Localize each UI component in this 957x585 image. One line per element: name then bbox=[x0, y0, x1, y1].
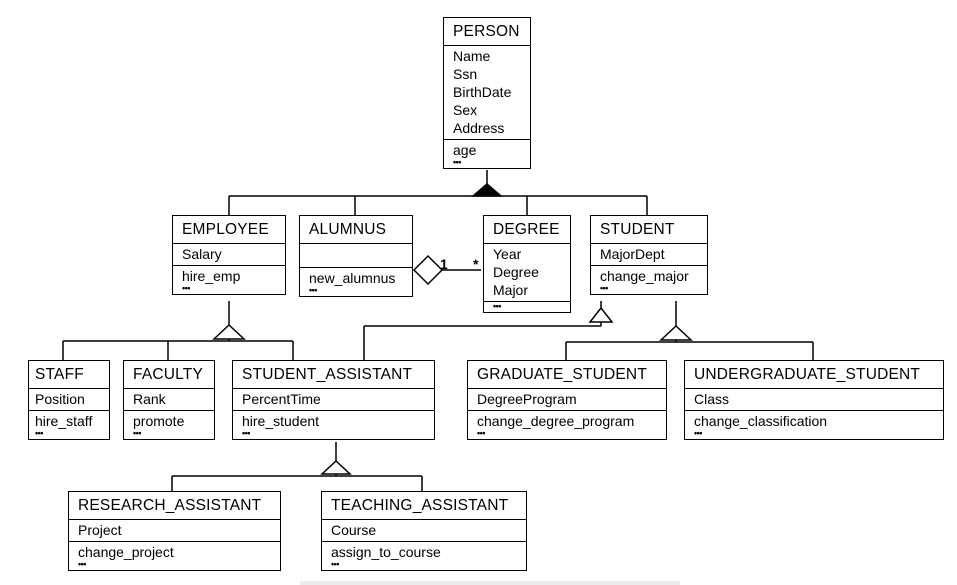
class-undergraduate-student: UNDERGRADUATE_STUDENT Class change_class… bbox=[684, 360, 944, 440]
ellipsis: ••• bbox=[477, 428, 485, 438]
class-name: RESEARCH_ASSISTANT bbox=[78, 497, 262, 514]
attribute: BirthDate bbox=[453, 84, 512, 100]
ellipsis: ••• bbox=[133, 428, 141, 438]
class-name: EMPLOYEE bbox=[182, 221, 269, 238]
class-name: UNDERGRADUATE_STUDENT bbox=[694, 366, 921, 383]
class-teaching-assistant: TEACHING_ASSISTANT Course assign_to_cour… bbox=[321, 491, 527, 571]
class-name: FACULTY bbox=[133, 366, 204, 383]
ellipsis: ••• bbox=[35, 428, 43, 438]
class-name: STAFF bbox=[35, 366, 84, 383]
attribute: Degree bbox=[493, 264, 539, 280]
operation: hire_staff bbox=[35, 413, 93, 429]
class-name: STUDENT bbox=[600, 221, 675, 238]
class-name: DEGREE bbox=[493, 221, 560, 238]
ellipsis: ••• bbox=[694, 428, 702, 438]
ellipsis: ••• bbox=[331, 559, 339, 569]
class-employee: EMPLOYEE Salary hire_emp ••• bbox=[172, 215, 286, 295]
attribute: PercentTime bbox=[242, 391, 321, 407]
ellipsis: ••• bbox=[493, 301, 501, 311]
class-graduate-student: GRADUATE_STUDENT DegreeProgram change_de… bbox=[467, 360, 667, 440]
class-faculty: FACULTY Rank promote ••• bbox=[123, 360, 215, 440]
operation: change_major bbox=[600, 268, 689, 284]
student-generalization-triangle bbox=[659, 324, 693, 341]
attribute: Salary bbox=[182, 246, 222, 262]
operation: change_classification bbox=[694, 413, 828, 429]
attribute: Sex bbox=[453, 102, 478, 118]
class-research-assistant: RESEARCH_ASSISTANT Project change_projec… bbox=[68, 491, 281, 571]
attribute: Class bbox=[694, 391, 730, 407]
operation: new_alumnus bbox=[309, 270, 396, 286]
class-name: STUDENT_ASSISTANT bbox=[242, 366, 413, 383]
student-assistant-inheritance-triangle bbox=[588, 306, 614, 323]
ellipsis: ••• bbox=[242, 428, 250, 438]
attribute: Name bbox=[453, 48, 491, 64]
person-generalization-triangle bbox=[470, 183, 504, 197]
class-name: ALUMNUS bbox=[309, 221, 387, 238]
multiplicity-many: * bbox=[473, 256, 479, 272]
class-staff: STAFF Position hire_staff ••• bbox=[28, 360, 110, 440]
ellipsis: ••• bbox=[78, 559, 86, 569]
class-student: STUDENT MajorDept change_major ••• bbox=[590, 215, 708, 295]
class-name: TEACHING_ASSISTANT bbox=[331, 497, 509, 514]
class-name: GRADUATE_STUDENT bbox=[477, 366, 647, 383]
employee-generalization-triangle bbox=[212, 323, 246, 340]
attribute: Year bbox=[493, 246, 522, 262]
empty-attributes bbox=[300, 243, 412, 267]
attribute: MajorDept bbox=[600, 246, 665, 262]
operation: assign_to_course bbox=[331, 544, 441, 560]
class-student-assistant: STUDENT_ASSISTANT PercentTime hire_stude… bbox=[232, 360, 435, 440]
attribute: Position bbox=[35, 391, 85, 407]
operation: hire_emp bbox=[182, 268, 241, 284]
ellipsis: ••• bbox=[309, 285, 317, 295]
aggregation-diamond bbox=[412, 254, 444, 286]
ellipsis: ••• bbox=[182, 283, 190, 293]
student-assistant-generalization-triangle bbox=[320, 459, 352, 475]
ellipsis: ••• bbox=[600, 283, 608, 293]
attribute: DegreeProgram bbox=[477, 391, 577, 407]
class-alumnus: ALUMNUS new_alumnus ••• bbox=[299, 215, 413, 297]
class-name: PERSON bbox=[453, 23, 520, 40]
attribute: Major bbox=[493, 282, 529, 298]
attribute: Project bbox=[78, 522, 122, 538]
attribute: Address bbox=[453, 120, 505, 136]
bottom-strip bbox=[300, 581, 680, 585]
class-degree: DEGREE Year Degree Major ••• bbox=[483, 215, 571, 313]
operation: promote bbox=[133, 413, 185, 429]
operation: change_degree_program bbox=[477, 413, 635, 429]
attribute: Course bbox=[331, 522, 377, 538]
attribute: Rank bbox=[133, 391, 166, 407]
class-person: PERSON Name Ssn BirthDate Sex Address ag… bbox=[443, 17, 531, 169]
operation: hire_student bbox=[242, 413, 320, 429]
operation: age bbox=[453, 142, 477, 158]
attribute: Ssn bbox=[453, 66, 478, 82]
multiplicity-one: 1 bbox=[440, 256, 448, 272]
ellipsis: ••• bbox=[453, 157, 461, 167]
operation: change_project bbox=[78, 544, 174, 560]
